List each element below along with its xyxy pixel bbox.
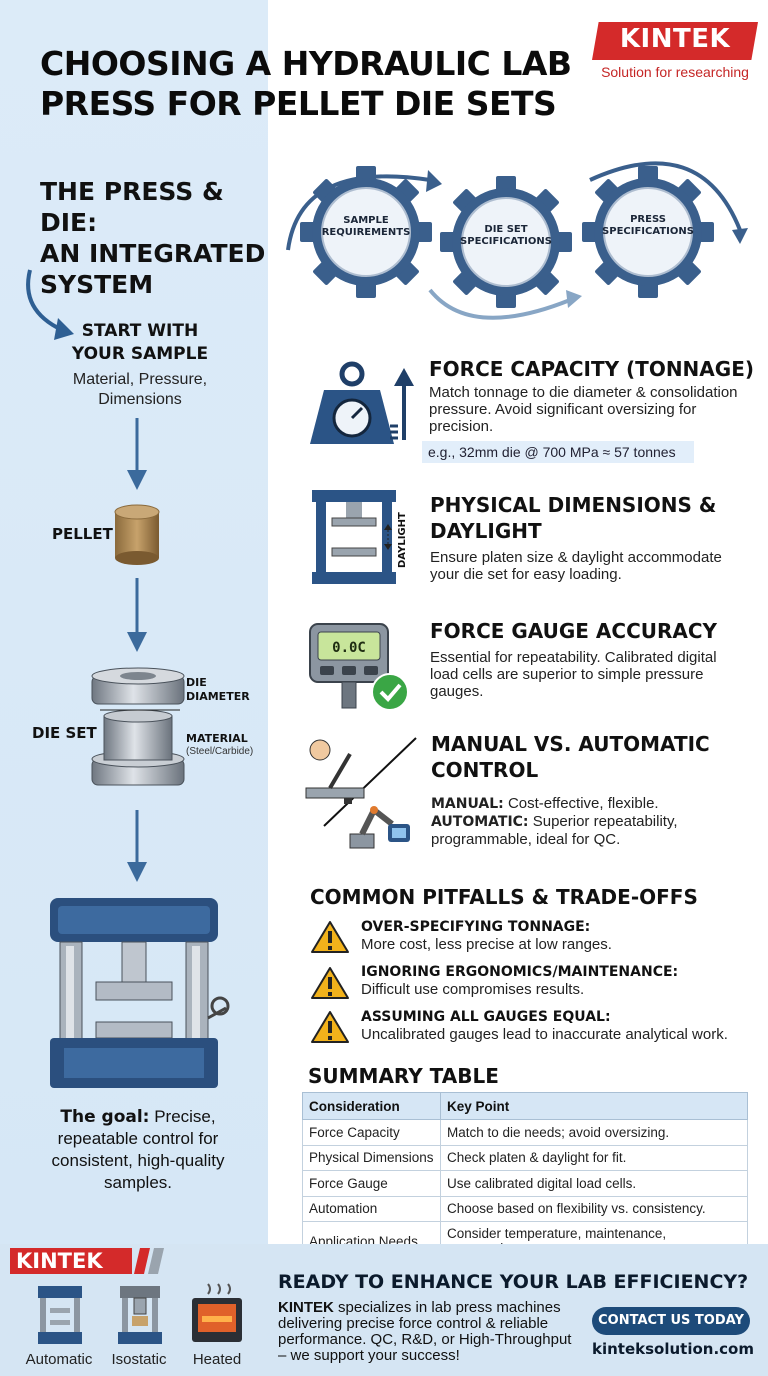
material-sub-label: (Steel/Carbide) — [186, 746, 254, 757]
warning-icon — [311, 1011, 349, 1043]
product-label-isostatic: Isostatic — [111, 1351, 167, 1368]
cta-title: READY TO ENHANCE YOUR LAB EFFICIENCY? — [278, 1271, 749, 1293]
start-with-sample-subtitle: Material, Pressure, Dimensions — [72, 371, 208, 408]
brand-tagline: Solution for researching — [601, 64, 749, 80]
gear-cycle-diagram — [286, 161, 748, 320]
lab-press-icon — [50, 898, 230, 1088]
pitfall-item: ASSUMING ALL GAUGES EQUAL: Uncalibrated … — [361, 1009, 728, 1043]
brand-logo[interactable]: KINTEK Solution for researching — [592, 22, 758, 80]
start-with-sample-title: START WITH YOUR SAMPLE — [71, 321, 209, 364]
goal-statement: The goal: Precise, repeatable control fo… — [51, 1107, 225, 1192]
pellet-icon — [114, 504, 160, 565]
table-row: Automation Choose based on flexibility v… — [302, 1195, 748, 1222]
contact-us-button[interactable]: CONTACT US TODAY — [592, 1307, 750, 1335]
brand-stripes-icon — [134, 1248, 164, 1274]
table-cell: Force Gauge — [302, 1170, 441, 1197]
down-arrow-icon — [127, 418, 147, 882]
warning-icon — [311, 921, 349, 953]
summary-table: Consideration Key Point Force Capacity M… — [302, 1092, 748, 1261]
product-label-heated: Heated — [192, 1351, 242, 1368]
press-frame-icon — [312, 490, 396, 584]
force-gauge-title: FORCE GAUGE ACCURACY — [430, 619, 718, 643]
product-label-automatic: Automatic — [25, 1351, 93, 1368]
control-text: MANUAL: Cost-effective, flexible. AUTOMA… — [431, 795, 678, 848]
table-cell: Choose based on flexibility vs. consiste… — [440, 1195, 748, 1222]
table-header-row: Consideration Key Point — [302, 1092, 748, 1120]
isostatic-press-icon[interactable] — [116, 1286, 164, 1344]
curved-arrow-icon — [26, 269, 74, 340]
force-capacity-text: Match tonnage to die diameter & consolid… — [429, 384, 738, 435]
pitfall-item: IGNORING ERGONOMICS/MAINTENANCE: Difficu… — [361, 964, 679, 998]
heated-press-icon[interactable] — [192, 1283, 242, 1344]
warning-icon — [311, 967, 349, 999]
table-cell: Force Capacity — [302, 1119, 441, 1146]
table-cell: Check platen & daylight for fit. — [440, 1144, 748, 1171]
table-row: Force Gauge Use calibrated digital load … — [302, 1170, 748, 1197]
control-title: MANUAL VS. AUTOMATIC CONTROL — [431, 732, 710, 782]
footer-brand-logo[interactable]: KINTEK — [10, 1248, 164, 1274]
footer-brand-name: KINTEK — [10, 1248, 132, 1274]
table-header-cell: Key Point — [440, 1092, 748, 1120]
gauge-display-text: 0.0C — [332, 640, 366, 656]
table-row: Force Capacity Match to die needs; avoid… — [302, 1119, 748, 1146]
brand-name: KINTEK — [592, 22, 758, 60]
force-example: e.g., 32mm die @ 700 MPa ≈ 57 tonnes — [422, 441, 694, 463]
table-cell: Automation — [302, 1195, 441, 1222]
digital-gauge-icon: 0.0C — [309, 623, 409, 711]
table-row: Physical Dimensions Check platen & dayli… — [302, 1144, 748, 1171]
pitfalls-title: COMMON PITFALLS & TRADE-OFFS — [310, 885, 698, 909]
automatic-press-icon[interactable] — [38, 1286, 82, 1344]
pitfall-item: OVER-SPECIFYING TONNAGE: More cost, less… — [361, 919, 612, 953]
weight-gauge-icon — [310, 361, 414, 444]
physical-dimensions-text: Ensure platen size & daylight accommodat… — [430, 549, 722, 583]
page-title: CHOOSING A HYDRAULIC LAB PRESS FOR PELLE… — [40, 44, 572, 123]
manual-vs-automatic-icon — [305, 737, 417, 849]
physical-dimensions-title: PHYSICAL DIMENSIONS & DAYLIGHT — [430, 493, 717, 543]
die-set-icon — [91, 667, 185, 786]
table-cell: Match to die needs; avoid oversizing. — [440, 1119, 748, 1146]
table-header-cell: Consideration — [302, 1092, 441, 1120]
force-capacity-title: FORCE CAPACITY (TONNAGE) — [429, 357, 754, 381]
system-title: THE PRESS & DIE: AN INTEGRATED SYSTEM — [40, 177, 266, 299]
material-label: MATERIAL — [186, 732, 248, 745]
daylight-label: DAYLIGHT — [397, 512, 408, 568]
force-gauge-text: Essential for repeatability. Calibrated … — [430, 649, 717, 700]
pellet-label: PELLET — [52, 525, 113, 543]
table-cell: Use calibrated digital load cells. — [440, 1170, 748, 1197]
summary-table-title: SUMMARY TABLE — [308, 1064, 499, 1088]
die-diameter-label: DIE DIAMETER — [186, 676, 250, 703]
website-link[interactable]: kinteksolution.com — [592, 1340, 754, 1358]
table-cell: Physical Dimensions — [302, 1144, 441, 1171]
cta-text: KINTEK specializes in lab press machines… — [278, 1299, 572, 1364]
die-set-label: DIE SET — [32, 724, 97, 742]
